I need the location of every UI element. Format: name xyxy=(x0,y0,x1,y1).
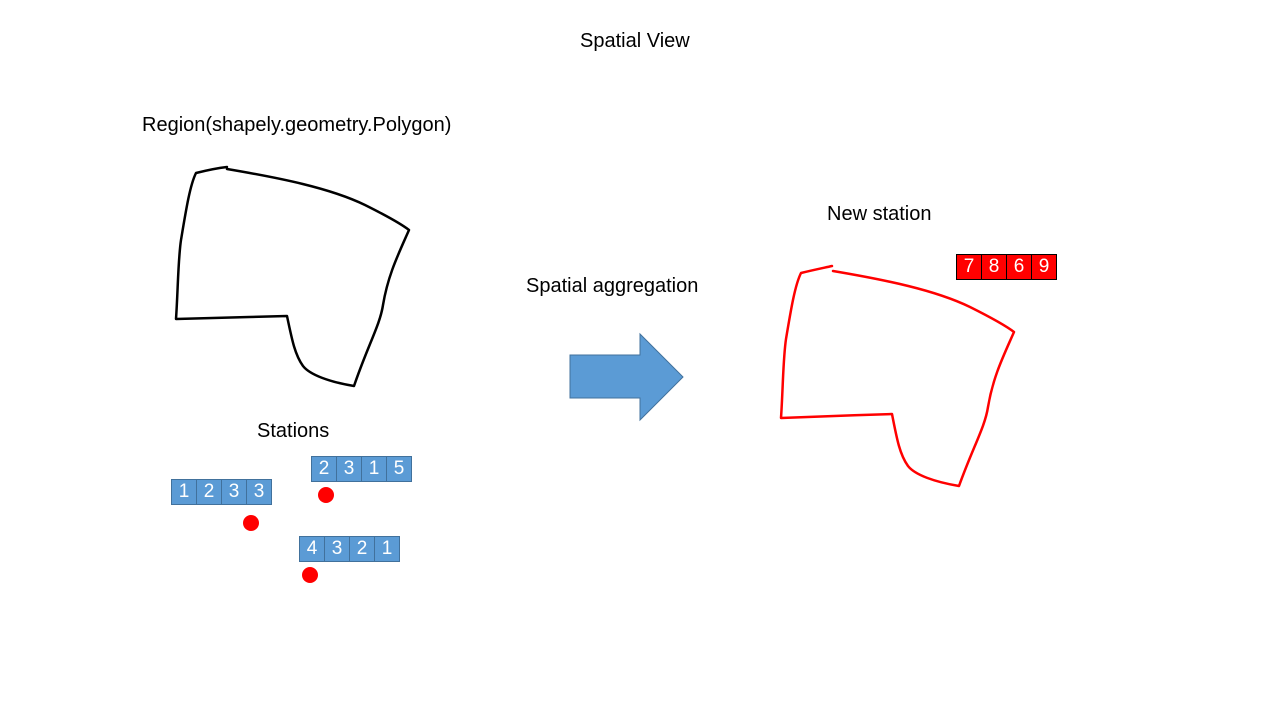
station-value-cell: 3 xyxy=(336,456,362,482)
spatial-aggregation-label: Spatial aggregation xyxy=(526,275,699,297)
station-value-cell: 5 xyxy=(386,456,412,482)
station-3-values: 4 3 2 1 xyxy=(299,536,400,562)
new-station-value-cell: 8 xyxy=(981,254,1007,280)
station-2-dot xyxy=(318,487,334,503)
region-polygon-outline xyxy=(174,165,411,388)
region-label: Region(shapely.geometry.Polygon) xyxy=(142,114,452,136)
new-station-value-cell: 9 xyxy=(1031,254,1057,280)
station-1-values: 1 2 3 3 xyxy=(171,479,272,505)
station-value-cell: 1 xyxy=(374,536,400,562)
station-value-cell: 2 xyxy=(196,479,222,505)
station-1-dot xyxy=(243,515,259,531)
diagram-title: Spatial View xyxy=(580,30,690,52)
station-2-values: 2 3 1 5 xyxy=(311,456,412,482)
station-value-cell: 3 xyxy=(221,479,247,505)
station-value-cell: 1 xyxy=(171,479,197,505)
new-station-value-cell: 7 xyxy=(956,254,982,280)
right-arrow-icon xyxy=(569,332,684,422)
new-station-value-cell: 6 xyxy=(1006,254,1032,280)
stations-label: Stations xyxy=(257,420,330,442)
station-value-cell: 2 xyxy=(349,536,375,562)
station-3-dot xyxy=(302,567,318,583)
station-value-cell: 3 xyxy=(324,536,350,562)
station-value-cell: 4 xyxy=(299,536,325,562)
new-station-values: 7 8 6 9 xyxy=(956,254,1057,280)
new-station-label: New station xyxy=(827,203,932,225)
new-region-polygon-outline xyxy=(779,264,1016,488)
station-value-cell: 3 xyxy=(246,479,272,505)
station-value-cell: 2 xyxy=(311,456,337,482)
